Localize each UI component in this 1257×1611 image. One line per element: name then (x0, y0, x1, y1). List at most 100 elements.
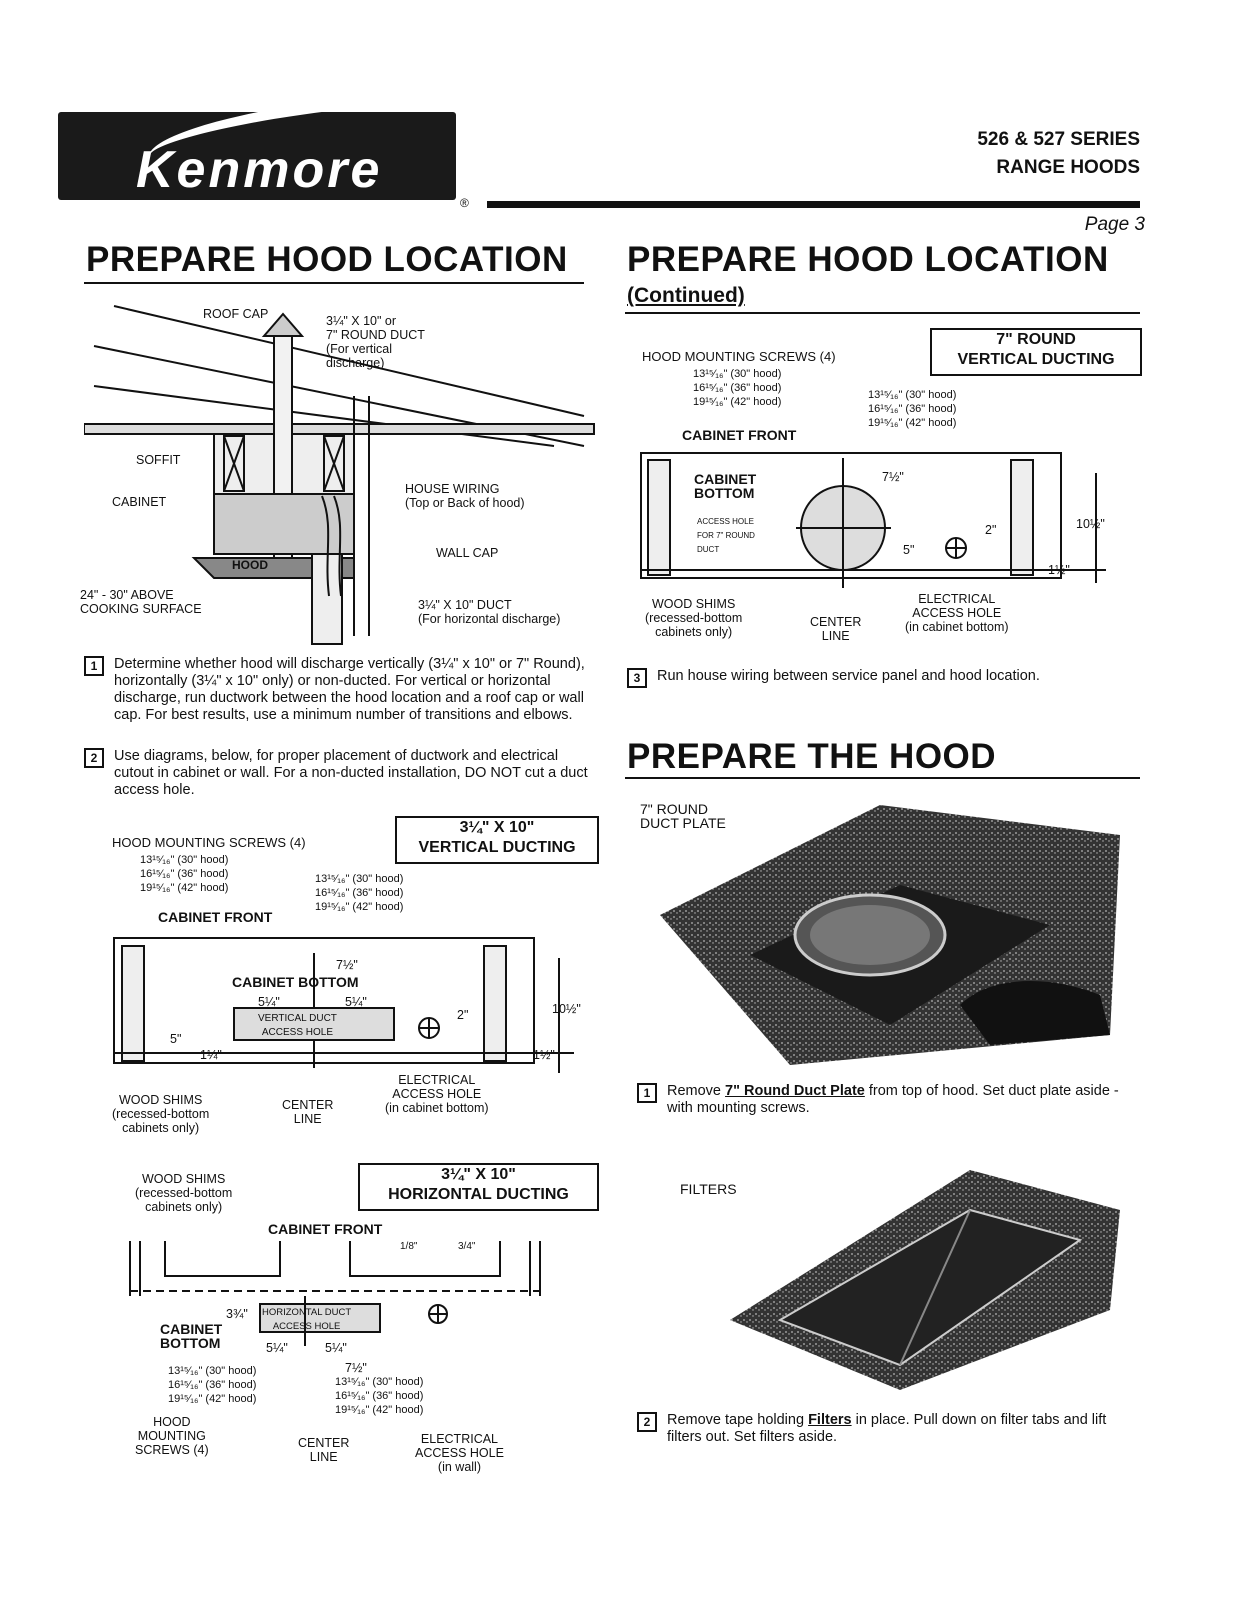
round-mounting-screws-label: HOOD MOUNTING SCREWS (4) (642, 349, 836, 364)
vertical-ducting-title-line2: VERTICAL DUCTING (418, 839, 576, 856)
filters-photo (670, 1150, 1140, 1400)
page-number: Page 3 (1084, 214, 1145, 235)
dim-1-8: 1/8" (400, 1241, 418, 1252)
vertical-duct-hole-label: VERTICAL DUCT ACCESS HOLE (258, 1013, 337, 1038)
dim-7-5-2: 7½" (345, 1361, 367, 1375)
series-line2: RANGE HOODS (996, 157, 1140, 178)
right-title-rule (625, 312, 1140, 314)
wood-shims-label: WOOD SHIMS (recessed-bottom cabinets onl… (112, 1093, 210, 1135)
vertical-ducting-diagram (113, 937, 574, 1073)
step-text: Run house wiring between service panel a… (657, 668, 1040, 684)
round-dim-2: 2" (985, 523, 997, 537)
round-ducting-title-line1: 7" ROUND (996, 331, 1076, 348)
right-step-3: 3 Run house wiring between service panel… (627, 668, 1137, 688)
installation-diagram (84, 305, 595, 645)
step-number-box: 2 (84, 748, 104, 768)
dim-2: 2" (457, 1008, 469, 1022)
round-right-dimensions: 13¹⁵⁄₁₆" (30" hood) 16¹⁵⁄₁₆" (36" hood) … (868, 389, 957, 429)
duct-plate-label: 7" ROUND DUCT PLATE (640, 801, 726, 831)
round-duct-label: 3¼" X 10" or 7" ROUND DUCT (For vertical… (326, 314, 425, 370)
duct-plate-photo (630, 795, 1140, 1075)
round-dim-7-5: 7½" (882, 470, 904, 484)
left-dimensions: 13¹⁵⁄₁₆" (30" hood) 16¹⁵⁄₁₆" (36" hood) … (140, 854, 229, 894)
wood-shims-label-2: WOOD SHIMS (recessed-bottom cabinets onl… (135, 1172, 233, 1214)
right-section-title: PREPARE HOOD LOCATION (627, 240, 1109, 279)
horizontal-ducting-title-line2: HORIZONTAL DUCTING (388, 1186, 569, 1203)
duct-plate-link: 7" Round Duct Plate (725, 1083, 865, 1099)
cooking-surface-label: 24" - 30" ABOVE COOKING SURFACE (80, 588, 202, 616)
round-ducting-diagram (640, 452, 1106, 588)
left-step-2: 2 Use diagrams, below, for proper placem… (84, 748, 600, 799)
dim-1-25: 1¼" (200, 1048, 222, 1062)
kenmore-logo: Kenmore (58, 112, 456, 200)
dim-1-5: 1½" (533, 1048, 555, 1062)
vertical-ducting-title-line1: 3¼" X 10" (459, 819, 535, 836)
step-text-post: from top of hood. Set duct plate aside -… (667, 1083, 1119, 1116)
step-text-post: in place. Pull down on filter tabs and l… (667, 1412, 1107, 1445)
round-dim-5: 5" (903, 543, 915, 557)
left-dimensions-2: 13¹⁵⁄₁₆" (30" hood) 16¹⁵⁄₁₆" (36" hood) … (168, 1365, 257, 1405)
step-text: Remove tape holding Filters in place. Pu… (667, 1412, 1137, 1446)
horizontal-duct-hole-label: HORIZONTAL DUCT ACCESS HOLE (262, 1307, 352, 1332)
step-number-box: 2 (637, 1412, 657, 1432)
series-line1: 526 & 527 SERIES (977, 129, 1140, 150)
round-cabinet-bottom-label: CABINET BOTTOM (694, 471, 757, 501)
step-text: Remove 7" Round Duct Plate from top of h… (667, 1083, 1137, 1117)
dim-7-5: 7½" (336, 958, 358, 972)
header-rule (487, 201, 1140, 208)
step-number-box: 1 (84, 656, 104, 676)
dim-5: 5" (170, 1032, 182, 1046)
prepare-hood-rule (625, 777, 1140, 779)
continued-label: (Continued) (627, 284, 745, 307)
dim-5-25-right-2: 5¼" (325, 1341, 347, 1355)
cabinet-front-label: CABINET FRONT (158, 909, 273, 925)
round-ducting-title: 7" ROUND VERTICAL DUCTING (930, 328, 1142, 376)
step-text: Determine whether hood will discharge ve… (114, 656, 585, 723)
horizontal-duct-label: 3¼" X 10" DUCT (For horizontal discharge… (418, 598, 561, 626)
hood-mounting-screws-label: HOOD MOUNTING SCREWS (4) (135, 1415, 209, 1457)
horizontal-ducting-diagram (129, 1241, 541, 1346)
round-center-line-label: CENTER LINE (810, 615, 862, 643)
dim-5-25-right: 5¼" (345, 995, 367, 1009)
cabinet-front-label-2: CABINET FRONT (268, 1221, 383, 1237)
cabinet-bottom-label-2: CABINET BOTTOM (160, 1321, 223, 1351)
vertical-ducting-title: 3¼" X 10" VERTICAL DUCTING (395, 816, 599, 864)
round-dim-1-5: 1½" (1048, 563, 1070, 577)
registered-mark: ® (460, 196, 469, 210)
series-heading: 526 & 527 SERIES RANGE HOODS (977, 126, 1140, 182)
dim-3-75: 3¾" (226, 1307, 248, 1321)
logo-text: Kenmore (136, 141, 383, 199)
dim-5-25-left: 5¼" (258, 995, 280, 1009)
center-line-label: CENTER LINE (282, 1098, 334, 1126)
cabinet-bottom-label: CABINET BOTTOM (232, 974, 359, 990)
round-dim-10-5: 10½" (1076, 517, 1105, 531)
electrical-hole-label: ELECTRICAL ACCESS HOLE (in cabinet botto… (385, 1073, 489, 1115)
round-access-hole-label: ACCESS HOLE FOR 7" ROUND DUCT (697, 517, 755, 554)
step-number-box: 3 (627, 668, 647, 688)
left-title-rule (84, 282, 584, 284)
step-text-pre: Remove tape holding (667, 1412, 809, 1428)
dim-3-4: 3/4" (458, 1241, 476, 1252)
filters-link: Filters (808, 1412, 852, 1428)
right-dimensions-2: 13¹⁵⁄₁₆" (30" hood) 16¹⁵⁄₁₆" (36" hood) … (335, 1376, 424, 1416)
right-step-2: 2 Remove tape holding Filters in place. … (637, 1412, 1137, 1446)
round-wood-shims-label: WOOD SHIMS (recessed-bottom cabinets onl… (645, 597, 743, 639)
roof-cap-label: ROOF CAP (203, 307, 269, 321)
step-text-pre: Remove (667, 1083, 726, 1099)
hood-label: HOOD (232, 558, 268, 572)
left-step-1: 1 Determine whether hood will discharge … (84, 656, 600, 724)
dim-10-5: 10½" (552, 1002, 581, 1016)
round-left-dimensions: 13¹⁵⁄₁₆" (30" hood) 16¹⁵⁄₁₆" (36" hood) … (693, 368, 782, 408)
cabinet-label: CABINET (112, 495, 167, 509)
mounting-screws-label: HOOD MOUNTING SCREWS (4) (112, 835, 306, 850)
soffit-label: SOFFIT (136, 453, 181, 467)
step-number-box: 1 (637, 1083, 657, 1103)
dim-5-25-left-2: 5¼" (266, 1341, 288, 1355)
electrical-hole-wall-label: ELECTRICAL ACCESS HOLE (in wall) (415, 1432, 504, 1474)
left-section-title: PREPARE HOOD LOCATION (86, 240, 568, 279)
center-line-label-2: CENTER LINE (298, 1436, 350, 1464)
filters-label: FILTERS (680, 1181, 737, 1197)
round-electrical-hole-label: ELECTRICAL ACCESS HOLE (in cabinet botto… (905, 592, 1009, 634)
horizontal-ducting-title: 3¼" X 10" HORIZONTAL DUCTING (358, 1163, 599, 1211)
horizontal-ducting-title-line1: 3¼" X 10" (441, 1166, 516, 1183)
